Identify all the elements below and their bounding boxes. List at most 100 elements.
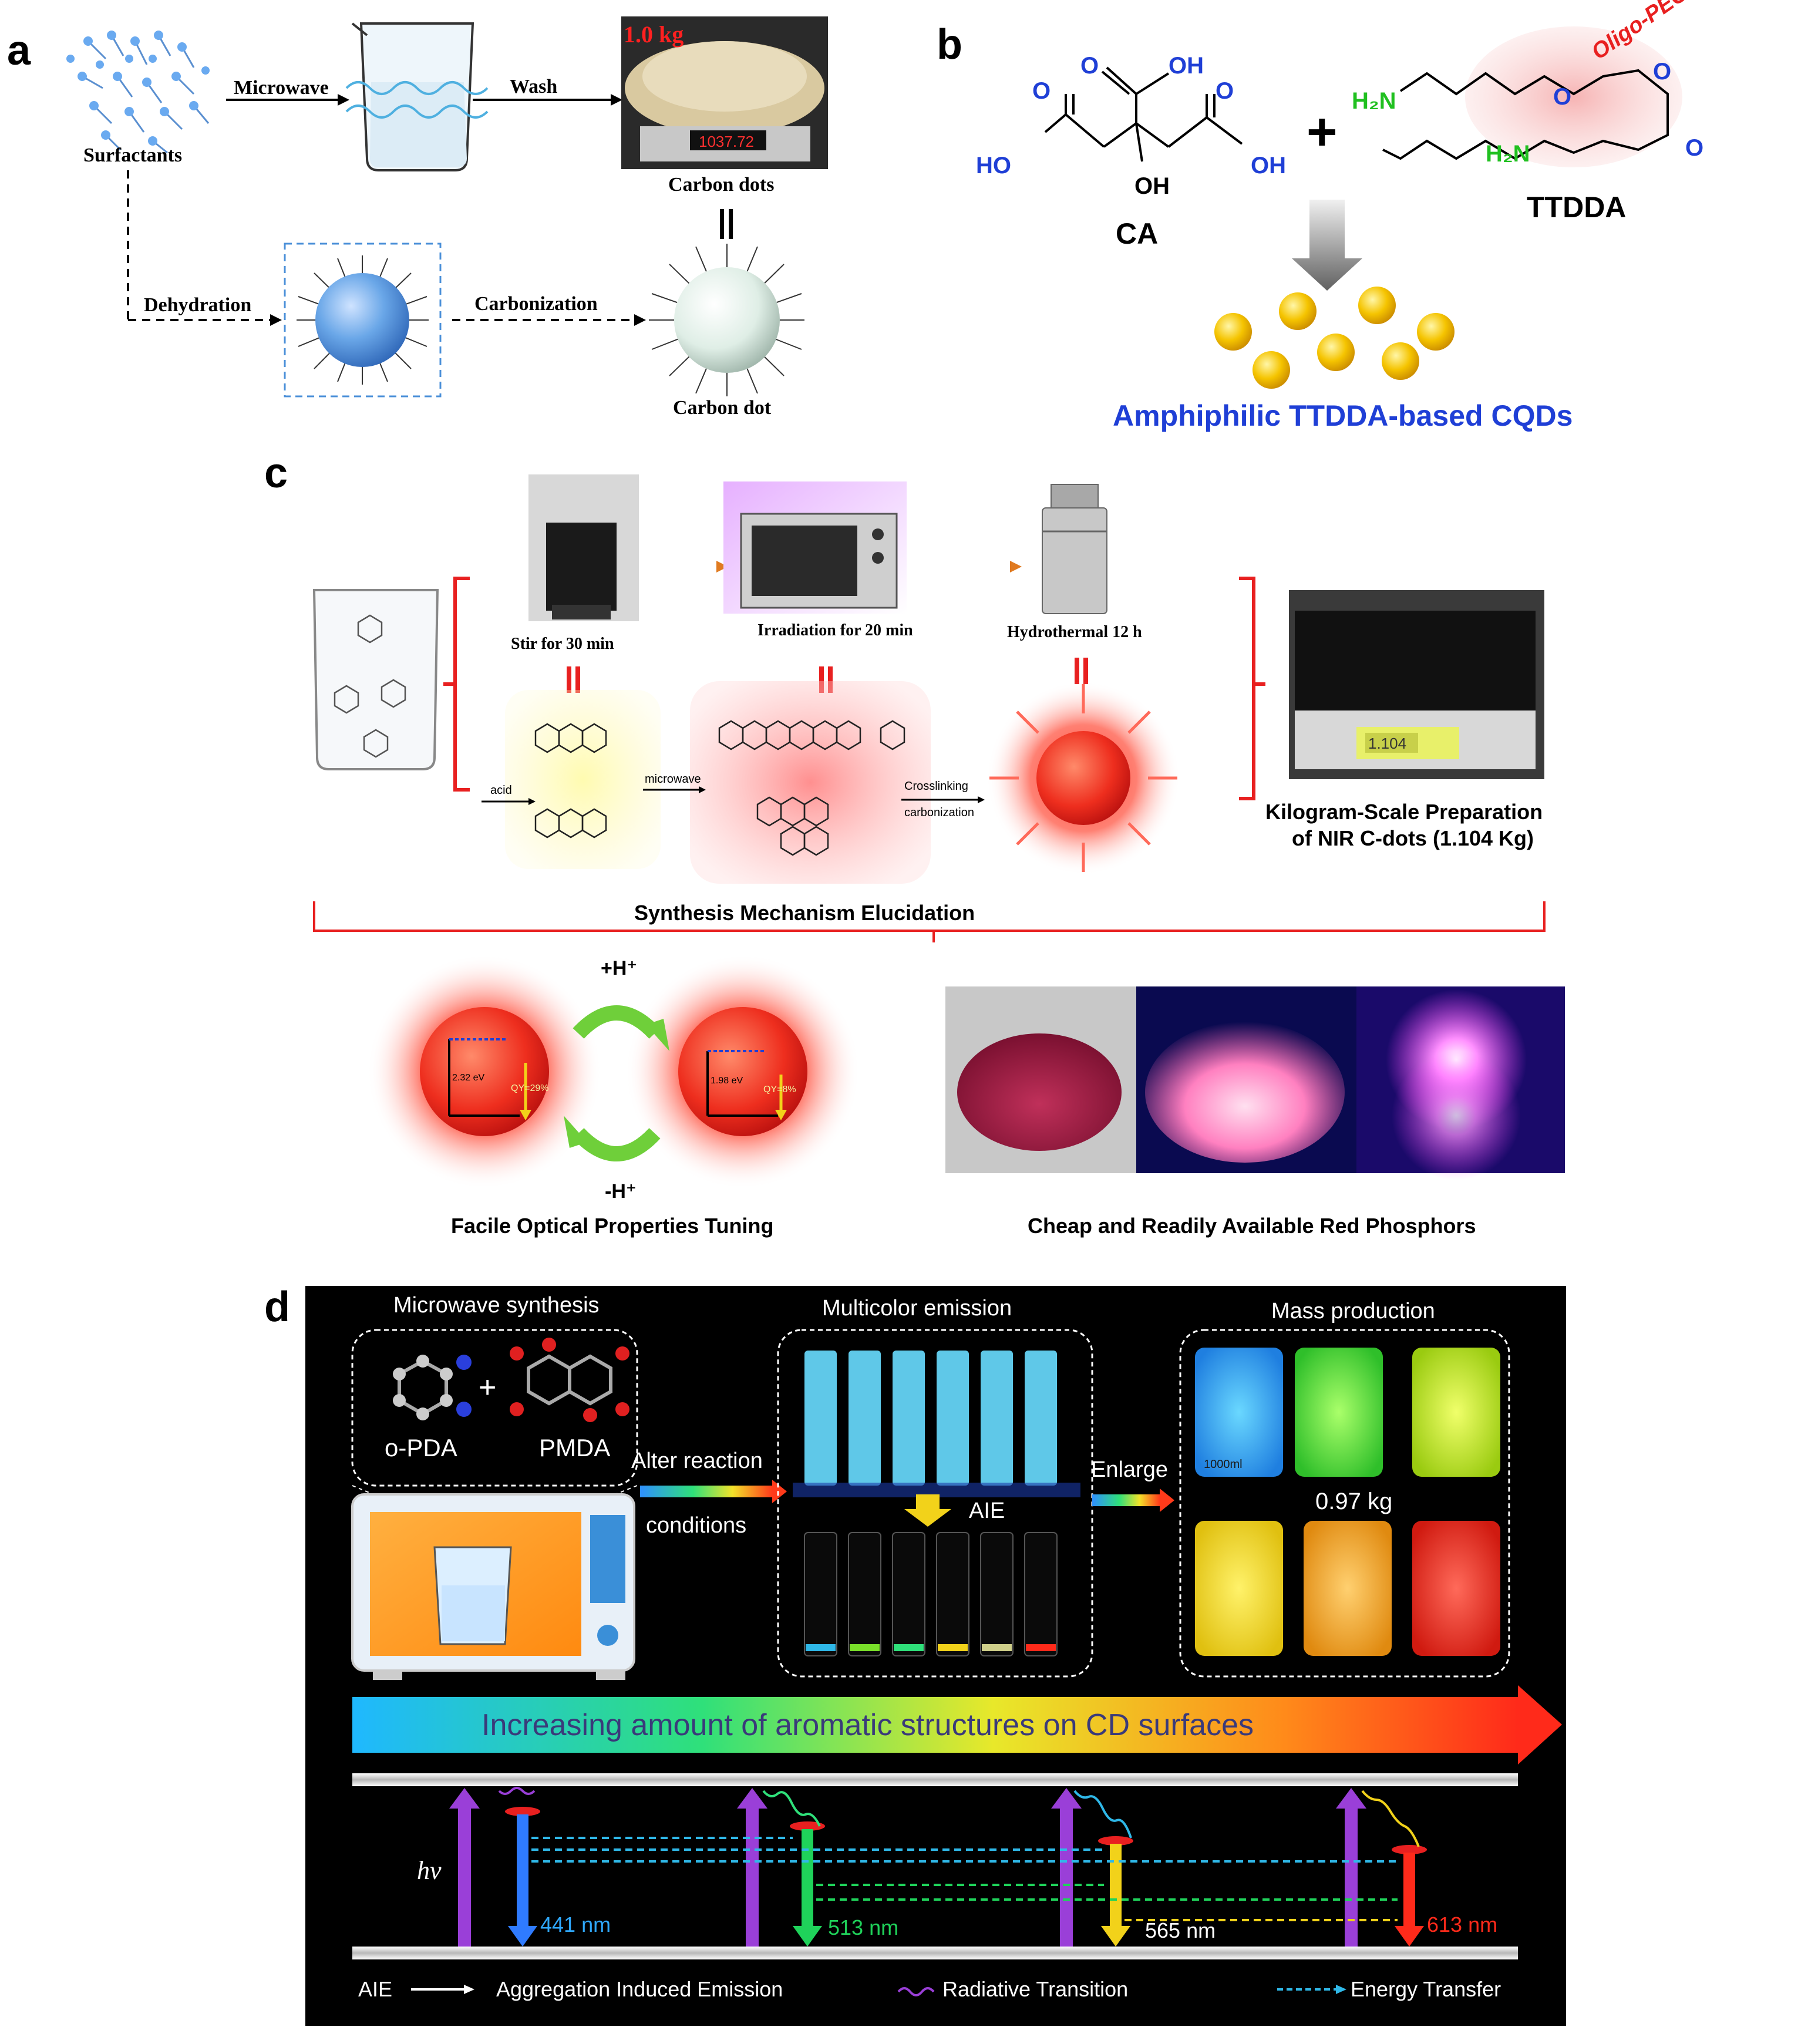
ttdda-h2n-1: H₂N xyxy=(1352,88,1396,114)
enlarge-arrow xyxy=(1092,1494,1160,1506)
cuvettes-solution xyxy=(804,1351,1057,1486)
oh-bottom-label: OH xyxy=(1134,173,1170,199)
reaction-arrow xyxy=(1292,200,1362,291)
scale-photo xyxy=(621,16,828,169)
radiative-transitions xyxy=(498,1787,1420,1847)
micelle-core xyxy=(315,273,409,367)
citric-acid-structure xyxy=(1044,66,1243,162)
deprotonation-arrow xyxy=(573,1127,661,1161)
emission-arrow-yellow xyxy=(1098,1836,1133,1947)
equals-sign: || xyxy=(718,204,735,240)
minus-h-label: -H⁺ xyxy=(605,1180,637,1203)
panel-d-label: d xyxy=(264,1284,290,1331)
ca-label: CA xyxy=(1116,217,1158,250)
mass-production-box xyxy=(1179,1329,1510,1678)
stir-photo xyxy=(528,474,639,621)
legend-radiative-icon xyxy=(897,1987,935,1996)
qy-left-label: QY=29% xyxy=(511,1083,548,1093)
cuvettes-aggregated xyxy=(804,1532,1058,1656)
emission-arrow-green xyxy=(790,1821,825,1947)
ev-left-label: 2.32 eV xyxy=(452,1073,484,1083)
emission-arrow-blue xyxy=(505,1807,540,1947)
legend-aie-text: Aggregation Induced Emission xyxy=(496,1977,783,2001)
kilogram-label-line1: Kilogram-Scale Preparation xyxy=(1265,800,1543,824)
legend-aie-label: AIE xyxy=(358,1977,392,2001)
optical-tuning-label: Facile Optical Properties Tuning xyxy=(451,1214,773,1238)
mass-production-title: Mass production xyxy=(1271,1299,1435,1324)
molecule-plus: + xyxy=(479,1370,496,1405)
ttdda-structure xyxy=(1382,69,1669,160)
left-bracket xyxy=(453,577,470,792)
mass-label: 0.97 kg xyxy=(1315,1489,1392,1514)
panel-d: d Microwave synthesis Multicolor emissio… xyxy=(264,1284,1566,2026)
acid-label: acid xyxy=(490,784,512,797)
beaker-icon xyxy=(345,22,489,171)
pmda-molecule-icon xyxy=(527,1354,612,1406)
aromatic-banner xyxy=(352,1697,1518,1753)
microwave-synthesis-title: Microwave synthesis xyxy=(393,1293,600,1318)
nir-cdot-core xyxy=(1036,731,1130,825)
emission-arrow-red xyxy=(1392,1845,1427,1947)
kilogram-scale-photo xyxy=(1289,590,1544,779)
panel-b: b HO O O OH O OH OH CA + Oligo-PEG H₂N H… xyxy=(937,0,1703,432)
irradiation-label: Irradiation for 20 min xyxy=(757,621,913,639)
hv-label: hv xyxy=(417,1856,442,1885)
carbon-dots-label: Carbon dots xyxy=(668,174,774,196)
microwave-label: Microwave xyxy=(234,77,329,99)
oligo-peg-highlight xyxy=(1465,26,1682,167)
beaker-volume-label: 1000ml xyxy=(1204,1458,1243,1471)
scale-weight-label: 1.0 kg xyxy=(624,21,684,48)
beakers-grid xyxy=(1195,1348,1500,1656)
carbon-dot-core xyxy=(674,267,780,373)
protonation-arrow xyxy=(573,1005,661,1039)
alter-reaction-label: Alter reaction xyxy=(631,1449,763,1473)
panel-b-label: b xyxy=(937,21,962,68)
pmda-label: PMDA xyxy=(539,1434,610,1462)
molecules-box xyxy=(351,1329,638,1487)
ttdda-o-2: O xyxy=(1653,59,1671,85)
aie-small-label: AIE xyxy=(969,1499,1005,1523)
crosslinking-label: Crosslinking xyxy=(904,780,968,793)
microwave-step-label: microwave xyxy=(645,773,701,786)
dehydration-label: Dehydration xyxy=(144,294,251,316)
panel-a-label: a xyxy=(7,27,31,74)
cdot-deprotonated-core xyxy=(678,1007,807,1136)
phosphor-photos xyxy=(945,986,1565,1180)
enlarge-label: Enlarge xyxy=(1091,1457,1168,1482)
excitation-arrows xyxy=(449,1788,1366,1947)
stir-label: Stir for 30 min xyxy=(511,635,614,653)
homo-bar xyxy=(352,1947,1518,1959)
phosphors-label: Cheap and Readily Available Red Phosphor… xyxy=(1028,1214,1476,1238)
o2-label: O xyxy=(1080,53,1099,79)
o3-label: O xyxy=(1216,78,1234,104)
wavelength-513: 513 nm xyxy=(828,1915,898,1939)
precursor-beaker-icon xyxy=(312,589,439,770)
plus-sign: + xyxy=(1307,103,1338,161)
opda-label: o-PDA xyxy=(385,1434,457,1462)
carbon-dot-label: Carbon dot xyxy=(673,397,772,419)
wash-label: Wash xyxy=(510,76,557,97)
phenazine-molecules xyxy=(534,723,607,839)
legend-radiative-text: Radiative Transition xyxy=(942,1977,1128,2001)
surfactants-label: Surfactants xyxy=(83,144,182,166)
cqd-spheres-icon xyxy=(1214,287,1455,389)
wavelength-441: 441 nm xyxy=(540,1912,611,1937)
microwave-photo xyxy=(723,481,907,614)
nir-cdot-rays xyxy=(989,684,1177,872)
ho-label: HO xyxy=(976,153,1011,179)
hydrothermal-label: Hydrothermal 12 h xyxy=(1007,623,1142,641)
carbonization-label: Carbonization xyxy=(474,293,598,315)
mechanism-brace xyxy=(313,901,1546,942)
autoclave-icon xyxy=(1042,484,1107,614)
panel-c: c Stir for 30 min Irradiation for 20 min xyxy=(264,450,1565,1238)
alter-reaction-arrow xyxy=(640,1486,772,1497)
cqd-title: Amphiphilic TTDDA-based CQDs xyxy=(1113,399,1573,432)
panel-a: a Surfactants Microwave Wash xyxy=(7,16,828,419)
ttdda-label: TTDDA xyxy=(1527,191,1626,224)
oh-right-label: OH xyxy=(1251,153,1286,179)
yellow-intermediate-glow xyxy=(505,690,661,869)
plus-h-label: +H⁺ xyxy=(601,957,637,979)
wavelength-613: 613 nm xyxy=(1427,1912,1497,1937)
pink-intermediate-glow xyxy=(690,681,931,884)
